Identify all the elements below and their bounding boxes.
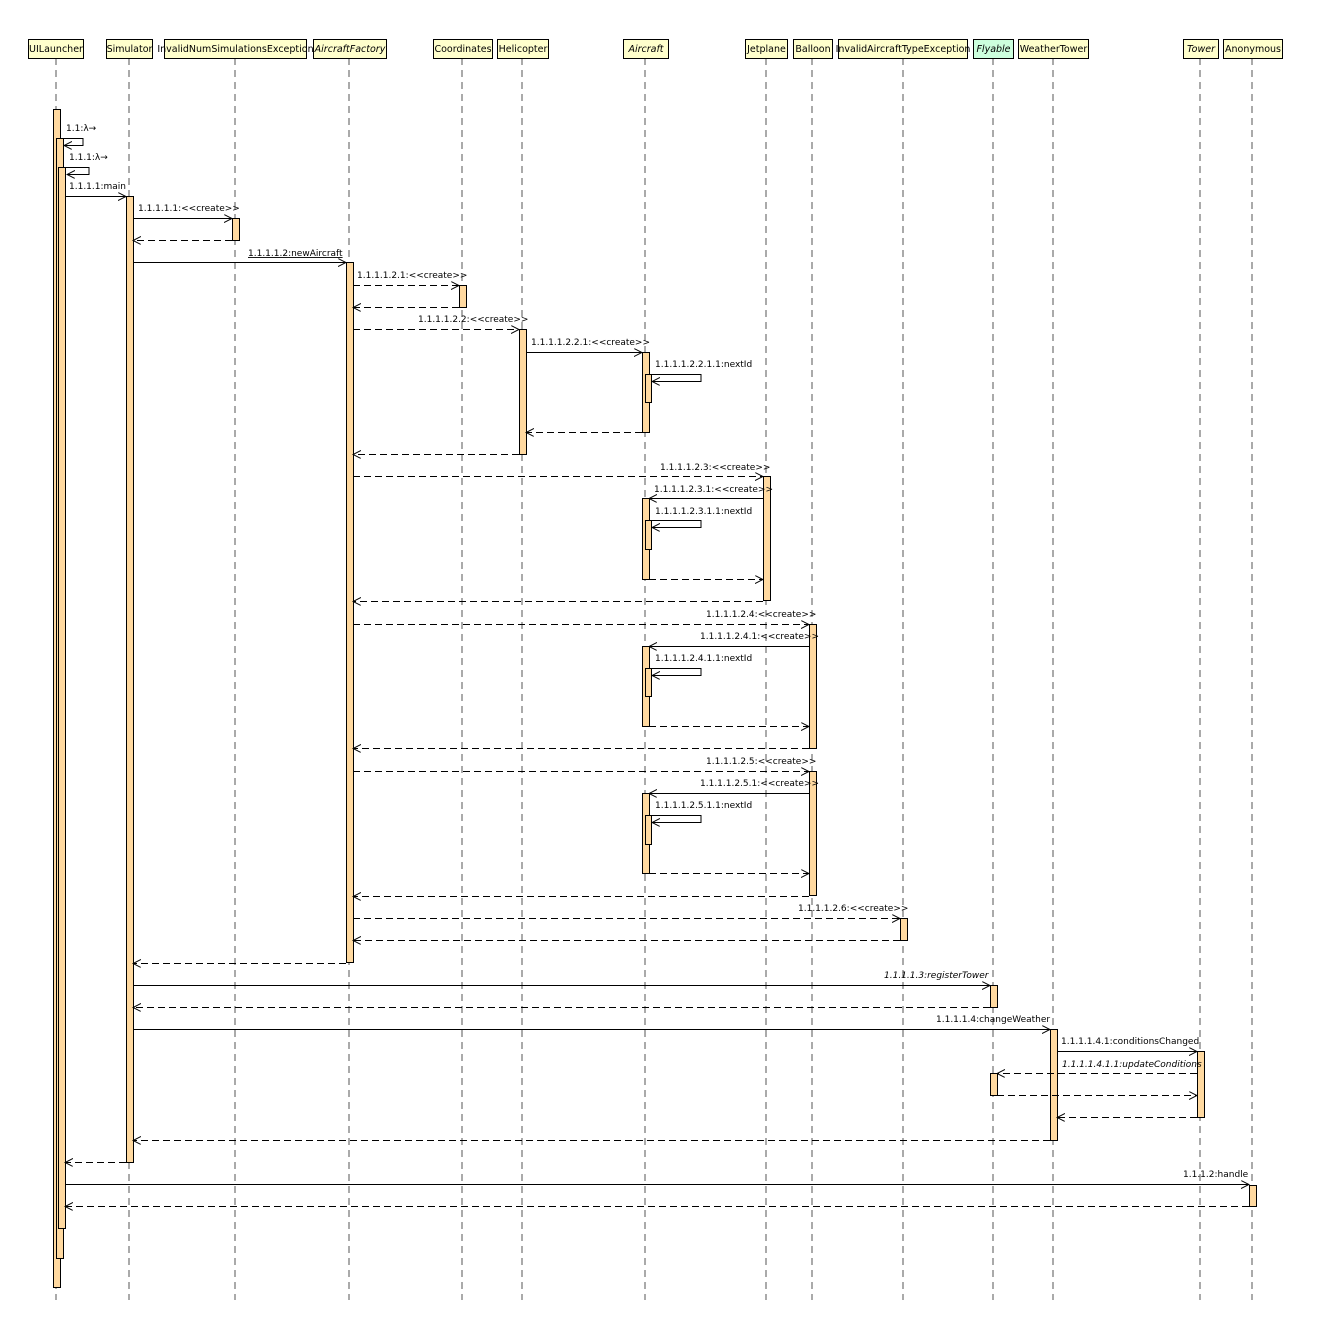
activation-bar — [990, 1073, 998, 1096]
message-label: 1.1:λ→ — [66, 124, 97, 134]
activation-bar — [459, 285, 467, 308]
message-label: 1.1.1.1.2.2.1:<<create>> — [531, 338, 650, 348]
message-label: 1.1.1.1.2.2.1.1:nextId — [655, 360, 752, 370]
activations — [53, 109, 1257, 1288]
participant-name-flyable: Flyable — [976, 44, 1010, 55]
activation-bar — [232, 218, 240, 241]
participant-box-helicopter[interactable] — [497, 39, 549, 59]
message-label: 1.1.1.1.2.5.1.1:nextId — [655, 801, 752, 811]
participant-box-jetplane[interactable] — [745, 39, 788, 59]
message-label: 1.1.1.1.4:changeWeather — [936, 1015, 1050, 1025]
activation-bar — [1050, 1029, 1058, 1141]
participant-name-aircraft: Aircraft — [627, 44, 664, 55]
self-message-arrow — [651, 668, 702, 676]
activation-bar — [763, 476, 771, 601]
message-label: 1.1.1.1.4.1.1:updateConditions — [1062, 1060, 1202, 1070]
participant-name-invalidtype: InvalidAircraftTypeException — [836, 44, 971, 55]
participant-name-uilauncher: UILauncher — [29, 44, 83, 55]
message-label: 1.1.1.1.2.4:<<create>> — [706, 610, 816, 620]
message-label: 1.1.1.1.2.5.1:<<create>> — [700, 779, 819, 789]
message-label: 1.1.1.1.4.1:conditionsChanged — [1061, 1037, 1199, 1047]
message-label: 1.1.1.2:handle — [1183, 1170, 1249, 1180]
participant-name-coordinates: Coordinates — [434, 44, 491, 55]
lifelines — [55, 58, 1253, 1300]
message-label: 1.1.1.1.2.3:<<create>> — [660, 463, 770, 473]
message-label: 1.1.1.1.2.3.1.1:nextId — [655, 507, 752, 517]
activation-bar — [990, 985, 998, 1008]
activation-bar — [58, 167, 66, 1229]
participant-box-simulator[interactable] — [106, 39, 153, 59]
activation-bar — [126, 196, 134, 1163]
message-label: 1.1.1.1.2.6:<<create>> — [798, 904, 908, 914]
activation-bar — [645, 668, 652, 697]
activation-bar — [645, 815, 652, 845]
participant-box-tower[interactable] — [1183, 39, 1219, 59]
messages — [63, 138, 1249, 1207]
participant-box-anonymous[interactable] — [1223, 39, 1283, 59]
participant-name-anonymous: Anonymous — [1225, 44, 1281, 55]
participant-headers: UILauncher Simulator InvalidNumSimulations… — [28, 39, 1283, 59]
self-message-arrow — [66, 167, 90, 175]
activation-bar — [809, 624, 817, 749]
message-label: 1.1.1.1.2.4.1.1:nextId — [655, 654, 752, 664]
participant-name-simulator: Simulator — [107, 44, 153, 55]
participant-name-balloon: Balloon — [795, 44, 830, 55]
self-message-arrow — [651, 815, 702, 823]
activation-bar — [1197, 1051, 1205, 1118]
activation-bar — [645, 374, 652, 403]
message-label: 1.1.1.1:main — [69, 182, 126, 192]
participant-box-coordinates[interactable] — [433, 39, 493, 59]
activation-bar — [346, 262, 354, 963]
participant-box-aircraftfactory[interactable] — [313, 39, 387, 59]
participant-name-invalidnum: InvalidNumSimulationsException — [157, 44, 313, 55]
self-message-arrow — [651, 374, 702, 382]
message-label: 1.1.1.1.2.3.1:<<create>> — [654, 485, 773, 495]
participant-name-aircraftfactory: AircraftFactory — [314, 44, 386, 55]
participant-box-invalidnum[interactable] — [164, 39, 307, 59]
participant-box-aircraft[interactable] — [623, 39, 669, 59]
message-label: 1.1.1.1.2.5:<<create>> — [706, 757, 816, 767]
message-labels: 1.1:λ→ 1.1.1:λ→ 1.1.1.1:main 1.1.1.1.1:<<cr… — [66, 124, 1249, 1180]
message-label: 1.1.1.1.2.4.1:<<create>> — [700, 632, 819, 642]
participant-name-jetplane: Jetplane — [746, 44, 786, 55]
message-label: 1.1.1.1.2.1:<<create>> — [357, 271, 467, 281]
message-label: 1.1.1.1.1:<<create>> — [138, 204, 240, 214]
message-label: 1.1.1.1.2:newAircraft — [248, 249, 343, 259]
participant-name-tower: Tower — [1187, 44, 1216, 55]
message-label: 1.1.1.1.2.2:<<create>> — [418, 315, 528, 325]
message-label: 1.1.1:λ→ — [69, 153, 108, 163]
participant-box-balloon[interactable] — [793, 39, 833, 59]
self-message-arrow — [651, 520, 702, 528]
participant-box-flyable[interactable] — [973, 39, 1014, 59]
activation-bar — [519, 329, 527, 455]
activation-bar — [645, 520, 652, 550]
participant-box-weathertower[interactable] — [1018, 39, 1089, 59]
participant-name-helicopter: Helicopter — [499, 44, 548, 55]
activation-bar — [1249, 1185, 1257, 1207]
message-label: 1.1.1.1.3:registerTower — [884, 971, 990, 981]
participant-box-invalidtype[interactable] — [838, 39, 968, 59]
self-message-arrow — [63, 138, 84, 146]
activation-bar — [900, 918, 908, 941]
participant-name-weathertower: WeatherTower — [1020, 44, 1088, 55]
participant-box-uilauncher[interactable] — [28, 39, 84, 59]
activation-bar — [809, 771, 817, 896]
